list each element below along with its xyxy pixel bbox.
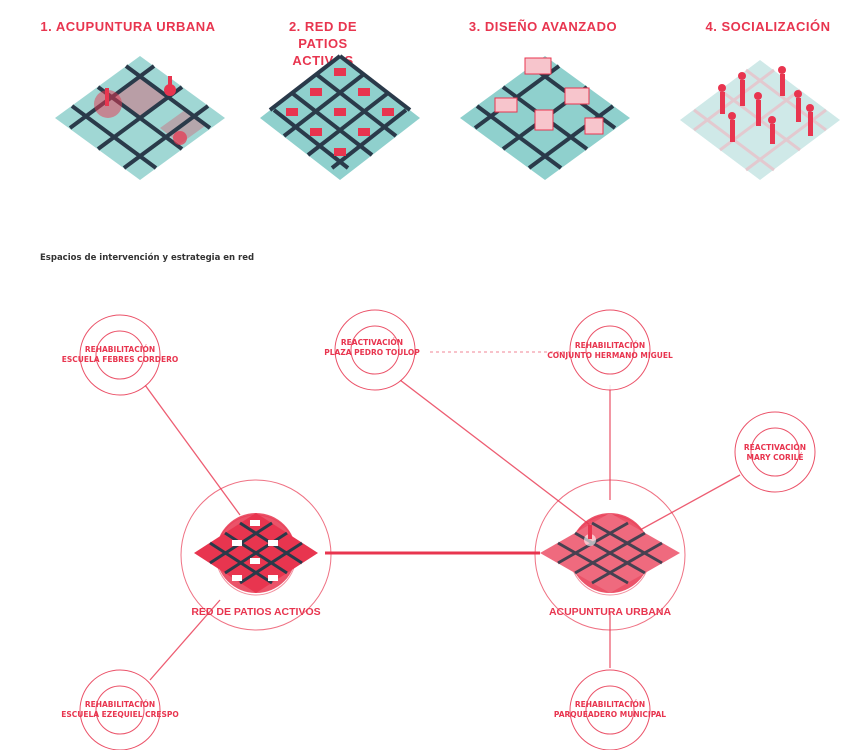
advanced-design-grid-icon — [460, 56, 630, 180]
node-mary-line2: MARY CORILÉ — [746, 453, 803, 462]
step-title-4: 4. SOCIALIZACIÓN — [705, 19, 831, 34]
steps-icons — [55, 54, 840, 180]
hub-acupuntura-ring — [534, 479, 686, 631]
node-ferres: REHABILITACIÓN ESCUELA FEBRES CORDERO — [62, 345, 178, 364]
node-ferres-line1: REHABILITACIÓN — [85, 345, 155, 354]
hub-acupuntura-label: ACUPUNTURA URBANA — [549, 606, 672, 618]
link-ferres-patios — [144, 384, 241, 516]
node-parqueadero-line1: REHABILITACIÓN — [575, 700, 645, 709]
node-miguel-line2: CONJUNTO HERMANO MIGUEL — [547, 351, 673, 360]
urban-acupuncture-grid-icon — [55, 56, 225, 180]
patios-hub-icon — [194, 513, 318, 593]
node-toulop-line2: PLAZA PEDRO TOULOP — [324, 348, 420, 357]
node-ferres-line2: ESCUELA FEBRES CORDERO — [62, 355, 178, 364]
node-toulop-line1: REACTIVACIÓN — [341, 338, 403, 347]
node-mary: REACTIVACIÓN MARY CORILÉ — [744, 443, 806, 462]
socialization-grid-icon — [680, 60, 840, 180]
node-miguel: REHABILITACIÓN CONJUNTO HERMANO MIGUEL — [547, 341, 673, 360]
node-toulop: REACTIVACIÓN PLAZA PEDRO TOULOP — [324, 338, 420, 357]
node-parqueadero-line2: PARQUEADERO MUNICIPAL — [554, 710, 666, 719]
node-crespo-line2: ESCUELA EZEQUIEL CRESPO — [61, 710, 179, 719]
step-title-1: 1. ACUPUNTURA URBANA — [40, 19, 216, 34]
node-crespo-line1: REHABILITACIÓN — [85, 700, 155, 709]
acupuntura-hub-icon — [540, 513, 680, 593]
node-mary-line1: REACTIVACIÓN — [744, 443, 806, 452]
node-crespo: REHABILITACIÓN ESCUELA EZEQUIEL CRESPO — [61, 700, 179, 719]
link-toulop-acupuntura — [399, 379, 591, 526]
node-miguel-line1: REHABILITACIÓN — [575, 341, 645, 350]
hub-patios-label: RED DE PATIOS ACTIVOS — [191, 606, 320, 618]
hub-patios-ring — [180, 479, 332, 631]
link-mary-acupuntura — [639, 474, 741, 531]
step-title-3: 3. DISEÑO AVANZADO — [468, 19, 618, 34]
network-subtitle: Espacios de intervención y estrategia en… — [40, 253, 255, 263]
active-courtyards-grid-icon — [260, 54, 420, 180]
node-parqueadero: REHABILITACIÓN PARQUEADERO MUNICIPAL — [554, 700, 666, 719]
